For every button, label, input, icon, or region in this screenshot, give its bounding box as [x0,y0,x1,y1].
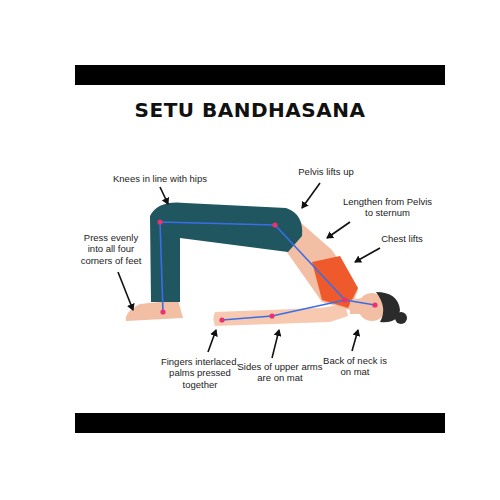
top-bar [75,65,445,85]
skeleton-line [160,222,375,312]
annotation-label: Knees in line with hips [100,173,220,184]
annotation-label: Press evenly into all four corners of fe… [76,232,146,266]
skeleton-line [222,300,345,320]
leader-arrows [118,183,380,358]
annotation-label: Fingers interlaced, palms pressed togeth… [152,356,248,390]
pants [150,203,302,302]
arms [214,304,349,326]
annotation-label: Pelvis lifts up [286,166,366,177]
annotation-label: Sides of upper arms are on mat [232,361,328,384]
annotation-label: Back of neck is on mat [322,355,388,378]
annotation-label: Lengthen from Pelvis to sternum [340,196,435,219]
bottom-bar [75,413,445,433]
hair-bun [395,312,407,324]
joint-dots [157,219,377,322]
feet [126,300,183,321]
annotation-label: Chest lifts [372,233,432,244]
title: SETU BANDHASANA [0,98,500,122]
